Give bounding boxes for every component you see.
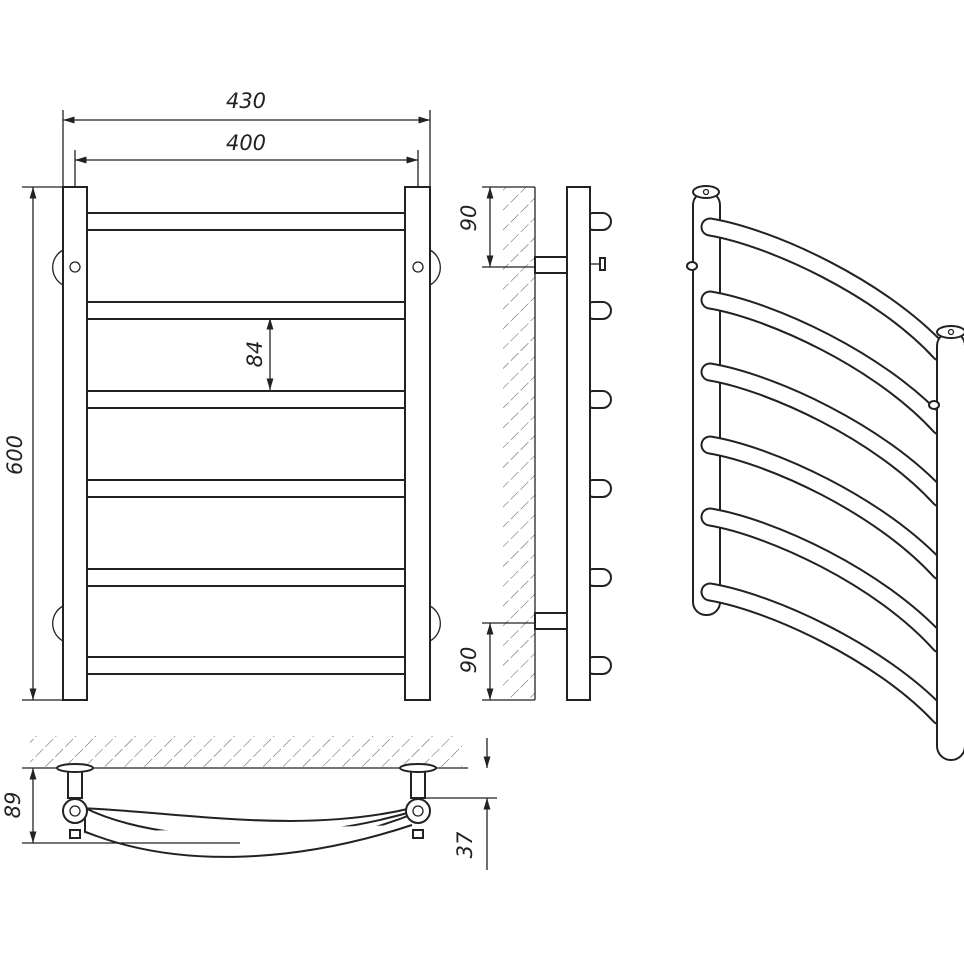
top-view: 89 37 [1, 736, 497, 870]
dim-rung-spacing: 84 [243, 341, 267, 368]
perspective-rung-1 [700, 217, 950, 362]
perspective-rung-6 [700, 582, 950, 726]
front-rungs [79, 212, 414, 675]
right-post [404, 186, 431, 701]
dim-axis-width: 400 [226, 131, 266, 155]
dim-top-bracket: 90 [457, 205, 481, 232]
dim-wall-depth: 89 [1, 792, 25, 819]
perspective-rung-5 [700, 507, 950, 654]
dim-bottom-bracket: 90 [457, 647, 481, 674]
side-post [566, 186, 591, 701]
dim-height: 600 [3, 435, 27, 475]
perspective-view [686, 185, 964, 761]
perspective-rung-2 [700, 290, 950, 436]
perspective-rung-4 [700, 435, 950, 581]
side-brackets [534, 256, 606, 630]
front-brackets [52, 249, 441, 642]
rung-2 [79, 301, 414, 320]
dim-overall-width: 430 [226, 89, 266, 113]
side-rung-stubs [584, 212, 612, 675]
side-view: 90 90 [457, 186, 612, 701]
rung-3 [79, 390, 414, 409]
rung-4 [79, 479, 414, 498]
rung-5 [79, 568, 414, 587]
rung-1 [79, 212, 414, 231]
front-view: 430 400 600 84 [3, 89, 441, 701]
rung-6 [79, 656, 414, 675]
left-post [62, 186, 88, 701]
perspective-rung-3 [700, 362, 950, 508]
dim-bracket-depth: 37 [453, 831, 477, 858]
